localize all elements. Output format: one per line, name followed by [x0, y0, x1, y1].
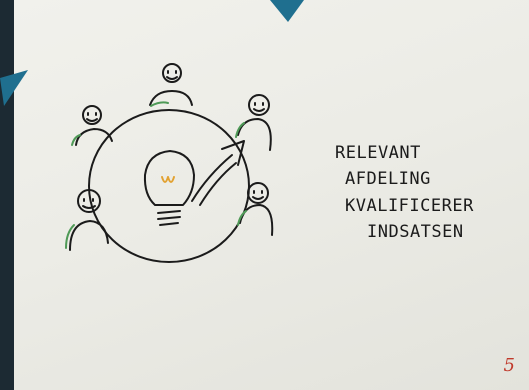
pin-top — [270, 0, 304, 22]
caption: RELEVANT AFDELING KVALIFICERER INDSATSEN — [335, 140, 525, 245]
person-icon — [235, 94, 272, 151]
page-number: 5 — [503, 355, 515, 376]
caption-line-2: AFDELING — [345, 169, 431, 190]
pin-left — [0, 70, 28, 106]
person-icon — [237, 182, 274, 236]
person-icon — [65, 189, 109, 251]
caption-line-4: INDSATSEN — [367, 222, 464, 243]
caption-line-1: RELEVANT — [335, 143, 421, 163]
person-icon — [149, 63, 193, 107]
round-table — [88, 109, 250, 263]
person-icon — [71, 105, 113, 146]
lightbulb-icon — [143, 150, 195, 226]
arrow-up-right-icon — [191, 140, 245, 206]
paper-sheet — [14, 0, 529, 390]
table-drawing — [65, 63, 274, 263]
caption-line-3: KVALIFICERER — [345, 195, 474, 216]
